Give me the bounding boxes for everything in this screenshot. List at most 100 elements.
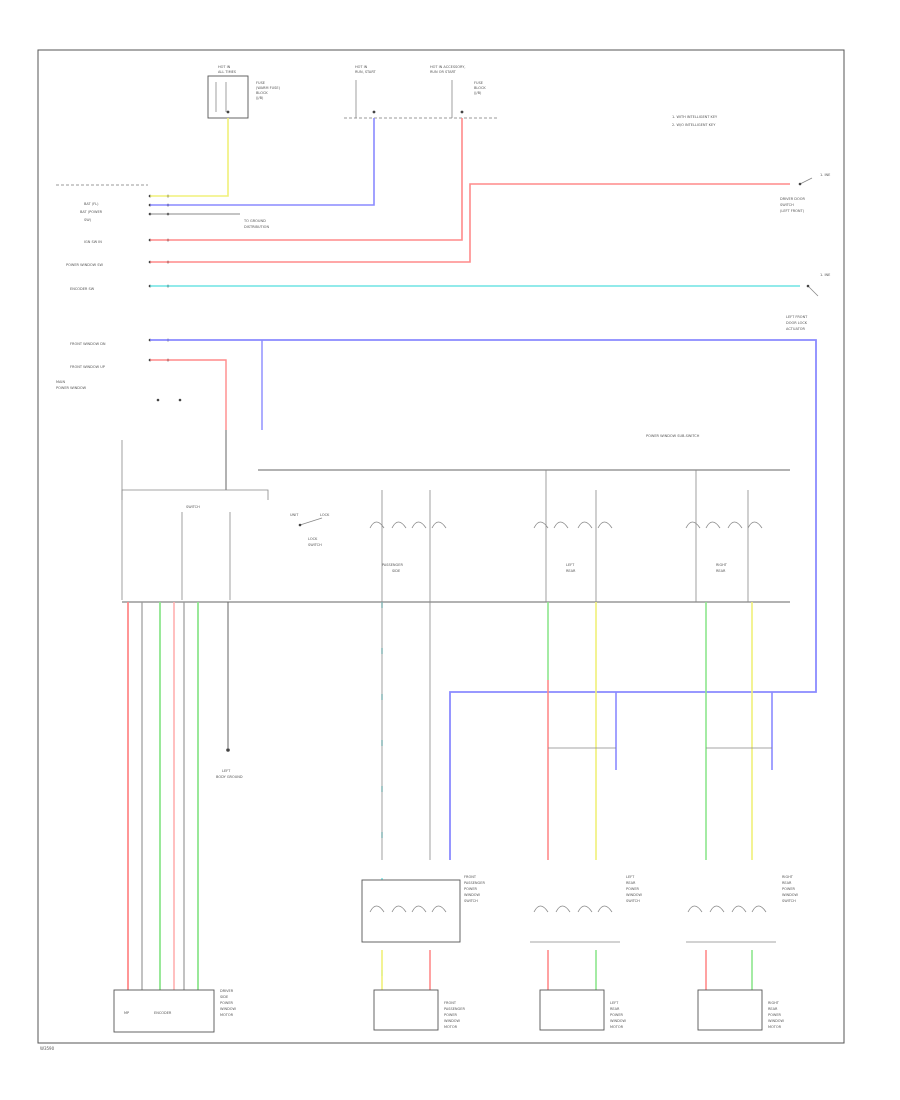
svg-text:MOTOR: MOTOR [444,1025,458,1029]
svg-text:FRONT: FRONT [464,875,477,879]
svg-text:RUN OR START: RUN OR START [430,70,457,74]
svg-text:DRIVER DOOR: DRIVER DOOR [780,197,806,201]
svg-text:REAR: REAR [716,569,726,573]
svg-text:REAR: REAR [566,569,576,573]
svg-text:SIDE: SIDE [220,995,228,999]
svg-text:FUSE: FUSE [256,81,265,85]
input-connector-pins [148,194,182,402]
svg-text:BAT (FL): BAT (FL) [84,202,99,206]
svg-text:WINDOW: WINDOW [782,893,799,897]
svg-text:ALL TIMES: ALL TIMES [218,70,237,74]
left-rear-window-switch: LEFT REAR POWER WINDOW SWITCH [530,875,643,943]
svg-text:LOCK: LOCK [320,513,330,517]
driver-window-motor: MP ENCODER DRIVER SIDE POWER WINDOW MOTO… [113,989,237,1033]
diagram-frame [37,49,845,1044]
right-switch-mid: 1. INE [806,273,830,297]
diagram-id: W3590 [40,1046,55,1051]
svg-text:SWITCH: SWITCH [308,543,322,547]
passenger-switch: PASSENGER SIDE [369,490,447,602]
svg-text:1. INE: 1. INE [820,173,830,177]
svg-text:SWITCH: SWITCH [780,203,794,207]
svg-text:BLOCK: BLOCK [256,91,268,95]
svg-text:UNIT: UNIT [290,513,299,517]
svg-text:PASSENGER: PASSENGER [382,563,403,567]
svg-text:LEFT: LEFT [566,563,575,567]
svg-text:MAIN: MAIN [56,380,65,384]
ground-point [226,748,230,752]
svg-text:SW): SW) [84,218,92,222]
svg-text:REAR: REAR [782,881,792,885]
svg-text:REAR: REAR [768,1007,778,1011]
svg-text:REAR: REAR [610,1007,620,1011]
svg-text:POWER: POWER [220,1001,234,1005]
svg-text:POWER: POWER [782,887,796,891]
svg-text:LEFT: LEFT [610,1001,619,1005]
svg-text:RIGHT: RIGHT [768,1001,780,1005]
svg-text:SWITCH: SWITCH [464,899,478,903]
wire-red-front-window-up [150,359,227,430]
svg-text:MP: MP [124,1011,129,1015]
wire-yellow-bat [150,118,229,197]
wire-red-ign [150,118,463,241]
svg-text:ENCODER SW: ENCODER SW [70,287,95,291]
wire-blue-bat-sw [150,118,375,206]
svg-text:POWER: POWER [444,1013,458,1017]
svg-text:FRONT WINDOW DN: FRONT WINDOW DN [70,342,106,346]
svg-text:DRIVER: DRIVER [220,989,234,993]
svg-text:DISTRIBUTION: DISTRIBUTION [244,225,269,229]
wire-red-power-window [150,183,790,263]
svg-text:WINDOW: WINDOW [768,1019,785,1023]
right-rear-window-switch: RIGHT REAR POWER WINDOW SWITCH [686,875,799,943]
svg-text:POWER WINDOW SW: POWER WINDOW SW [66,263,103,267]
svg-text:SWITCH: SWITCH [186,505,200,509]
front-passenger-switch: FRONT PASSENGER POWER WINDOW SWITCH [361,875,485,943]
input-terminal-labels: BAT (FL) BAT (POWER SW) IGN SW IN POWER … [56,202,106,390]
svg-text:LOCK: LOCK [308,537,318,541]
svg-text:MOTOR: MOTOR [220,1013,234,1017]
right-rear-window-motor: RIGHT REAR POWER WINDOW MOTOR [697,989,785,1031]
wire-blue-front-window-dn [150,339,817,860]
svg-text:DOOR LOCK: DOOR LOCK [786,321,808,325]
svg-text:1. WITH INTELLIGENT KEY: 1. WITH INTELLIGENT KEY [672,115,718,119]
fuse-block-right: HOT IN RUN, START HOT IN ACCESSORY, RUN … [344,65,498,119]
left-rear-window-motor: LEFT REAR POWER WINDOW MOTOR [539,989,627,1031]
right-door-label: LEFT FRONT [786,315,808,319]
svg-text:SIDE: SIDE [392,569,400,573]
left-rear-switch: LEFT REAR [533,470,613,602]
svg-text:HOT IN ACCESSORY,: HOT IN ACCESSORY, [430,65,466,69]
svg-text:IGN SW IN: IGN SW IN [84,240,102,244]
svg-text:FRONT WINDOW UP: FRONT WINDOW UP [70,365,105,369]
svg-text:WINDOW: WINDOW [444,1019,461,1023]
svg-text:WINDOW: WINDOW [464,893,481,897]
svg-text:SWITCH: SWITCH [782,899,796,903]
svg-text:POWER: POWER [626,887,640,891]
svg-text:(J/B): (J/B) [474,91,482,95]
svg-text:PASSENGER: PASSENGER [464,881,485,885]
svg-text:ENCODER: ENCODER [154,1011,172,1015]
svg-text:POWER WINDOW: POWER WINDOW [56,386,87,390]
fuse-block-left: HOT IN ALL TIMES FUSE (WARM FUSE) BLOCK … [207,65,281,119]
sub-switch-header: POWER WINDOW SUB-SWITCH [646,434,700,438]
svg-text:BLOCK: BLOCK [474,86,486,90]
svg-text:ACTUATOR: ACTUATOR [786,327,805,331]
svg-text:2. W/O INTELLIGENT KEY: 2. W/O INTELLIGENT KEY [672,123,716,127]
svg-text:(WARM FUSE): (WARM FUSE) [256,86,281,90]
svg-text:(J/B): (J/B) [256,96,264,100]
lock-switch: UNIT LOCK LOCK SWITCH [290,513,330,547]
svg-text:(LEFT FRONT): (LEFT FRONT) [780,209,805,213]
svg-text:1. INE: 1. INE [820,273,830,277]
svg-text:WINDOW: WINDOW [220,1007,237,1011]
svg-text:MOTOR: MOTOR [610,1025,624,1029]
svg-text:LEFT: LEFT [626,875,635,879]
svg-text:RUN, START: RUN, START [355,70,376,74]
svg-text:POWER: POWER [610,1013,624,1017]
right-switch-top: 1. INE DRIVER DOOR SWITCH (LEFT FRONT) [780,173,830,213]
svg-text:RIGHT: RIGHT [782,875,794,879]
svg-text:PASSENGER: PASSENGER [444,1007,465,1011]
ground-label: TO GROUND [243,219,266,223]
svg-text:HOT IN: HOT IN [355,65,368,69]
svg-text:BAT (POWER: BAT (POWER [80,210,103,214]
svg-text:MOTOR: MOTOR [768,1025,782,1029]
